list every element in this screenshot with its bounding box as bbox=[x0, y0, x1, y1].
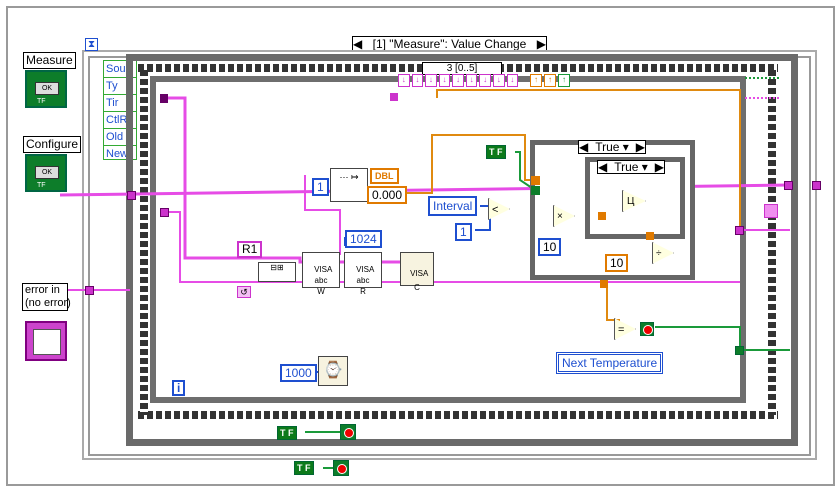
tunnel-green-right bbox=[735, 346, 744, 355]
visa-write-text: VISA abc W bbox=[314, 265, 333, 296]
input-tunnels-orange-green: ↑ ↑ ↑ bbox=[530, 74, 570, 87]
tunnel-pink-right-inner bbox=[735, 226, 744, 235]
outer-case-dropdown-icon[interactable]: ▾ bbox=[622, 140, 629, 154]
read-count-const[interactable]: 1024 bbox=[345, 230, 382, 248]
visa-write-node[interactable]: VISA abc W bbox=[302, 252, 340, 296]
interval-control[interactable]: Interval bbox=[428, 196, 478, 216]
outer-case-selector[interactable]: ◀ True ▾ ▶ bbox=[578, 140, 646, 154]
ten-const-a[interactable]: 10 bbox=[538, 238, 562, 256]
event-field-source: Sou bbox=[104, 61, 136, 78]
scan-from-string-node[interactable]: ⋯ ↦ bbox=[330, 168, 368, 202]
visa-close-node[interactable]: VISA C bbox=[400, 252, 434, 292]
configure-ok-text: OK bbox=[35, 166, 59, 179]
wire-green-bool bbox=[515, 151, 536, 191]
inner-case-selector-text: True bbox=[614, 160, 639, 174]
measure-label: Measure bbox=[23, 52, 76, 69]
diagram-border bbox=[6, 6, 835, 486]
visa-read-node[interactable]: VISA abc R bbox=[344, 252, 382, 296]
visa-resource-node[interactable]: ⊟⊞ bbox=[258, 262, 296, 282]
outer-case-next-icon[interactable]: ▶ bbox=[635, 140, 645, 154]
dbl-constant[interactable]: 0.000 bbox=[367, 186, 408, 204]
while-loop-outer[interactable] bbox=[126, 54, 798, 446]
visa-read-text: VISA abc R bbox=[356, 265, 375, 296]
tunnel-pink-right-edge bbox=[812, 181, 821, 190]
ten-const-b[interactable]: 10 bbox=[605, 254, 629, 272]
visa-close-text: VISA C bbox=[410, 269, 429, 292]
event-field-ctlref: CtlR bbox=[104, 112, 136, 129]
dbl-label: DBL bbox=[370, 168, 399, 184]
outer-case-selector-text: True bbox=[595, 140, 620, 154]
sequence-selector-text: 3 [0..5] bbox=[446, 63, 478, 74]
configure-label: Configure bbox=[23, 136, 82, 153]
wait-timer-icon[interactable]: ⌚ bbox=[318, 356, 348, 386]
visa-error-const[interactable]: ↺ bbox=[237, 286, 251, 298]
measure-button-terminal[interactable]: OK TF bbox=[25, 70, 67, 108]
sequence-film-left bbox=[140, 70, 148, 415]
stop-terminal-a[interactable] bbox=[340, 424, 356, 440]
true-constant[interactable]: T F bbox=[486, 145, 506, 159]
tunnel-pink-left bbox=[127, 191, 136, 200]
error-in-label: error in (no error) bbox=[22, 283, 71, 311]
wire-orange-dbl bbox=[400, 134, 540, 194]
wire-orange-top bbox=[436, 89, 741, 230]
inner-case-next-icon[interactable]: ▶ bbox=[654, 160, 664, 174]
tunnel-pink-right-outer bbox=[784, 181, 793, 190]
sequence-film-right bbox=[768, 70, 776, 415]
tunnel-pink-seq-top bbox=[390, 93, 398, 101]
iteration-terminal: i bbox=[172, 380, 186, 396]
shift-register-left bbox=[160, 94, 168, 103]
scan-offset-const[interactable]: 1 bbox=[312, 178, 329, 196]
error-cluster-icon bbox=[33, 329, 61, 355]
measure-tf-text: TF bbox=[37, 98, 46, 105]
measure-ok-text: OK bbox=[35, 82, 59, 95]
event-field-oldval: Old bbox=[104, 129, 136, 146]
configure-tf-text: TF bbox=[37, 182, 46, 189]
wire-pink-scan bbox=[304, 175, 341, 255]
event-selector-text: [1] "Measure": Value Change bbox=[372, 37, 527, 51]
stop-true-constant-b[interactable]: T F bbox=[294, 461, 314, 475]
inner-case-prev-icon[interactable]: ◀ bbox=[598, 160, 608, 174]
inner-case-selector[interactable]: ◀ True ▾ ▶ bbox=[597, 160, 665, 174]
outer-tunnel-orange bbox=[600, 280, 608, 288]
wire-blue-one bbox=[475, 215, 491, 231]
error-in-cluster-terminal[interactable] bbox=[25, 321, 67, 361]
inner-tunnel-orange-a bbox=[598, 212, 606, 220]
wire-green-next bbox=[655, 326, 790, 351]
tunnel-pink-error bbox=[85, 286, 94, 295]
sequence-film-bottom bbox=[138, 411, 778, 419]
tunnel-pink-right-seq bbox=[764, 204, 778, 218]
stop-terminal-b[interactable] bbox=[333, 460, 349, 476]
case-tunnel-green bbox=[531, 186, 540, 195]
event-field-type: Ty bbox=[104, 78, 136, 95]
event-prev-icon[interactable]: ◀ bbox=[353, 37, 363, 51]
inner-tunnel-orange-b bbox=[646, 232, 654, 240]
r1-label: R1 bbox=[237, 241, 263, 258]
timeout-hourglass-icon: ⧗ bbox=[85, 38, 98, 51]
tunnel-pink-loop bbox=[160, 208, 169, 217]
wire-pink-visa bbox=[164, 96, 400, 264]
next-temp-value-signaling-icon[interactable] bbox=[640, 322, 654, 336]
event-field-newval: New bbox=[106, 148, 129, 160]
next-temperature-control[interactable]: Next Temperature bbox=[556, 352, 664, 374]
inner-case-dropdown-icon[interactable]: ▾ bbox=[641, 160, 648, 174]
outer-case-prev-icon[interactable]: ◀ bbox=[579, 140, 589, 154]
case-tunnel-orange bbox=[531, 176, 540, 185]
event-field-time: Tir bbox=[104, 95, 136, 112]
wire-orange-next bbox=[606, 285, 620, 321]
wait-ms-const[interactable]: 1000 bbox=[280, 364, 317, 382]
input-tunnels-pink: ↓ ↓ ↓ ↓ ↓ ↓ ↓ ↓ ↓ bbox=[398, 74, 519, 87]
wire-pink-visa2 bbox=[164, 211, 740, 283]
interval-one-const[interactable]: 1 bbox=[455, 223, 472, 241]
event-selector[interactable]: ◀ [1] "Measure": Value Change ▶ bbox=[352, 36, 547, 52]
event-next-icon[interactable]: ▶ bbox=[536, 37, 546, 51]
stop-true-constant-a[interactable]: T F bbox=[277, 426, 297, 440]
configure-button-terminal[interactable]: OK TF bbox=[25, 154, 67, 192]
